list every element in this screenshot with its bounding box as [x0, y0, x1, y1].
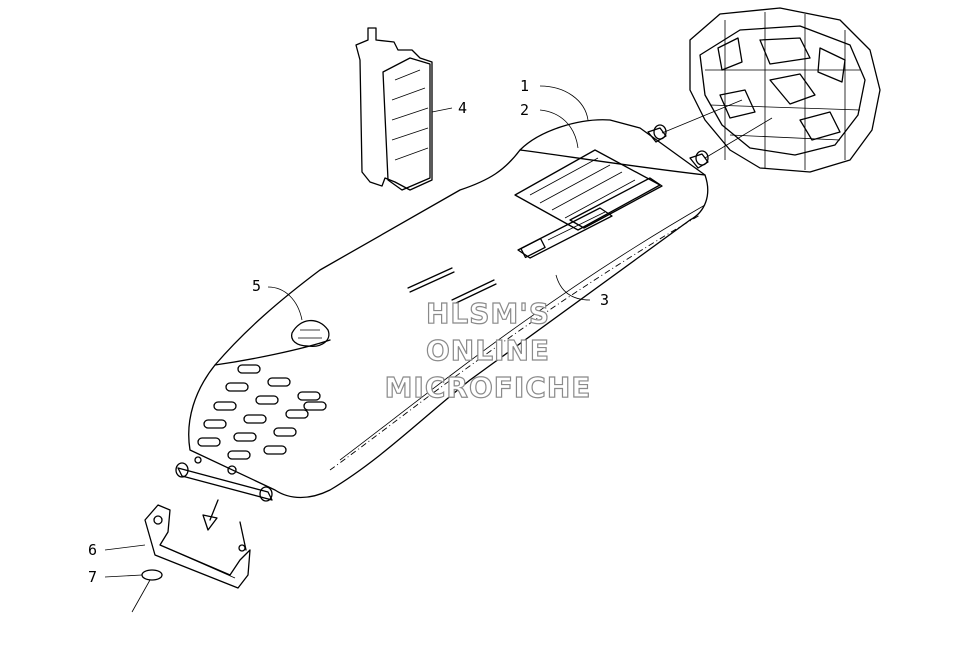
track-assembly [689, 7, 881, 173]
callout-labels: 1 2 3 4 5 6 7 [88, 77, 609, 586]
vent-slots [197, 364, 327, 460]
leader-lines [104, 85, 591, 578]
decal-strip [517, 207, 613, 259]
callout-7: 7 [88, 568, 97, 586]
shaft-stubs [647, 124, 709, 169]
decal-panel [514, 149, 663, 231]
fastener [131, 569, 163, 613]
assembly-arrow [202, 499, 219, 531]
adhesive-pad [290, 319, 330, 347]
foam-insert [355, 27, 433, 191]
hinge-bar [175, 456, 273, 502]
callout-2: 2 [520, 101, 529, 119]
skid-plate [188, 119, 709, 499]
callout-1: 1 [520, 77, 529, 95]
bracket [144, 504, 251, 589]
alignment-lines [661, 99, 773, 159]
watermark-line-2: ONLINE [426, 334, 550, 367]
watermark: HLSM'S ONLINE MICROFICHE [384, 296, 592, 404]
top-slots [407, 267, 497, 305]
callout-6: 6 [88, 541, 97, 559]
watermark-line-1: HLSM'S [426, 297, 550, 330]
watermark-line-3: MICROFICHE [385, 371, 592, 404]
callout-4: 4 [458, 99, 467, 117]
callout-3: 3 [600, 291, 609, 309]
callout-5: 5 [252, 277, 261, 295]
